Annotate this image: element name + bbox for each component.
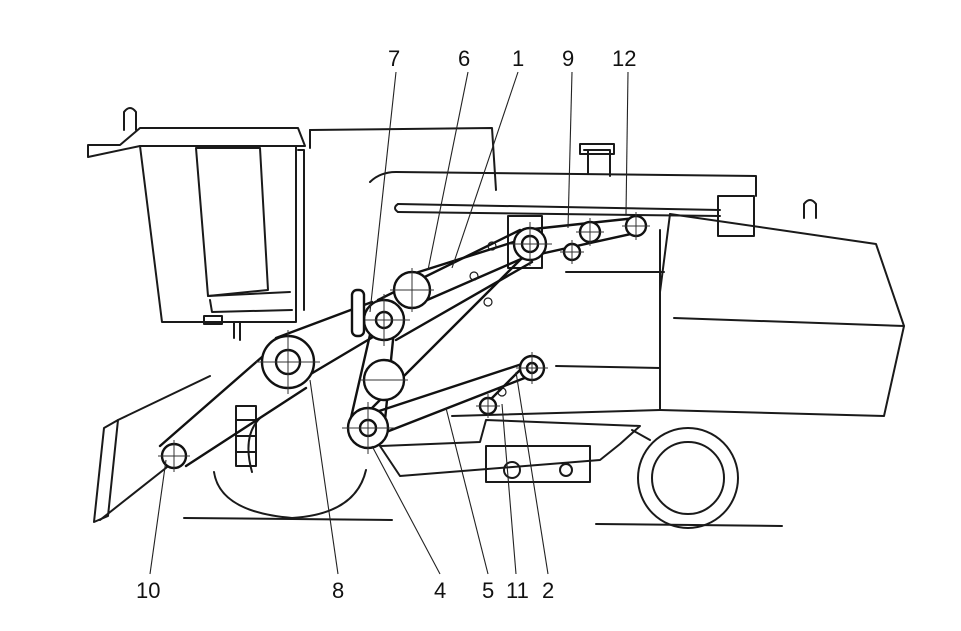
- belt-10-8-top: [158, 348, 272, 448]
- callout-10: 10: [136, 578, 160, 603]
- belt-1-12-top: [522, 216, 638, 232]
- header-top: [117, 375, 211, 421]
- ladder-rungs: [235, 419, 257, 453]
- lower-body: [379, 419, 641, 477]
- pulley-6: [390, 268, 434, 312]
- front-wheel: [213, 469, 367, 519]
- pulley-7: [350, 288, 410, 346]
- pulley-4: [342, 402, 394, 454]
- front-wheel-arc: [247, 417, 261, 473]
- callout-1: 1: [512, 46, 524, 71]
- cab-sill: [207, 291, 291, 297]
- leader-lines: [149, 71, 629, 575]
- callout-4: 4: [434, 578, 446, 603]
- body-line-2: [555, 365, 661, 369]
- ground-front: [183, 517, 393, 521]
- callout-labels: 7 6 1 9 12 10 8 4 5 11 2: [136, 46, 636, 603]
- leader-6: [427, 71, 469, 271]
- belt-8-7-lower: [302, 332, 380, 380]
- callout-12: 12: [612, 46, 636, 71]
- engine-box: [717, 195, 755, 237]
- leader-4: [371, 445, 441, 575]
- callout-8: 8: [332, 578, 344, 603]
- belt-10-8-bottom: [184, 386, 308, 468]
- leader-9: [567, 71, 573, 229]
- tube-end: [394, 203, 399, 213]
- callout-7: 7: [388, 46, 400, 71]
- beacon-left: [123, 107, 137, 131]
- hood-front: [659, 213, 671, 293]
- rear-wheel: [637, 427, 739, 529]
- hood-line: [673, 317, 905, 327]
- leader-1: [451, 71, 519, 269]
- axle-bracket: [485, 445, 591, 483]
- pulley-9: [576, 218, 604, 246]
- cab-body: [139, 145, 297, 323]
- header-bottom: [99, 459, 177, 521]
- callout-6: 6: [458, 46, 470, 71]
- callout-5: 5: [482, 578, 494, 603]
- leader-10: [149, 459, 167, 575]
- callout-2: 2: [542, 578, 554, 603]
- idler-mid: [360, 358, 408, 402]
- belt-6-1: [404, 238, 522, 278]
- pivot-marks: [469, 241, 507, 397]
- unloading-tube-lower: [397, 211, 721, 217]
- leader-12: [625, 71, 629, 215]
- pulley-8: [256, 330, 320, 394]
- axle-bolt-1: [503, 461, 521, 479]
- cab-leg: [233, 321, 241, 341]
- callout-11: 11: [506, 578, 529, 603]
- pulley-10: [158, 440, 190, 472]
- belt-4-2-bottom: [374, 370, 542, 438]
- leader-2: [515, 371, 549, 575]
- leader-11: [501, 403, 517, 575]
- rear-hood: [659, 213, 905, 417]
- cab-step: [209, 299, 293, 313]
- cab-roof: [87, 127, 306, 158]
- rear-wheel-hub: [651, 441, 725, 515]
- belt-7-1-bottom: [394, 260, 534, 342]
- belt-4-left: [348, 324, 374, 424]
- cab-rear: [297, 149, 305, 311]
- header-frame: [93, 419, 119, 523]
- pulley-2: [516, 352, 548, 384]
- pulley-11: [476, 394, 500, 418]
- axle-bolt-2: [559, 463, 573, 477]
- pulley-12: [622, 212, 650, 240]
- leader-5: [445, 407, 489, 575]
- exhaust-cap: [579, 143, 615, 155]
- machine-body: [87, 107, 905, 529]
- cab-window: [195, 147, 269, 297]
- cab-plate: [203, 315, 223, 325]
- beacon-right: [803, 199, 817, 219]
- leader-8: [309, 379, 339, 575]
- callout-9: 9: [562, 46, 574, 71]
- idler-small: [560, 240, 584, 264]
- grain-tank: [309, 127, 497, 191]
- unloading-tube: [397, 203, 721, 211]
- upper-housing: [369, 171, 757, 197]
- pulley-1: [510, 222, 552, 266]
- rear-fender: [631, 429, 651, 441]
- belt-4-2-top: [374, 360, 530, 414]
- leader-7: [369, 71, 397, 313]
- ground-rear: [595, 523, 783, 527]
- pulleys: [158, 212, 650, 472]
